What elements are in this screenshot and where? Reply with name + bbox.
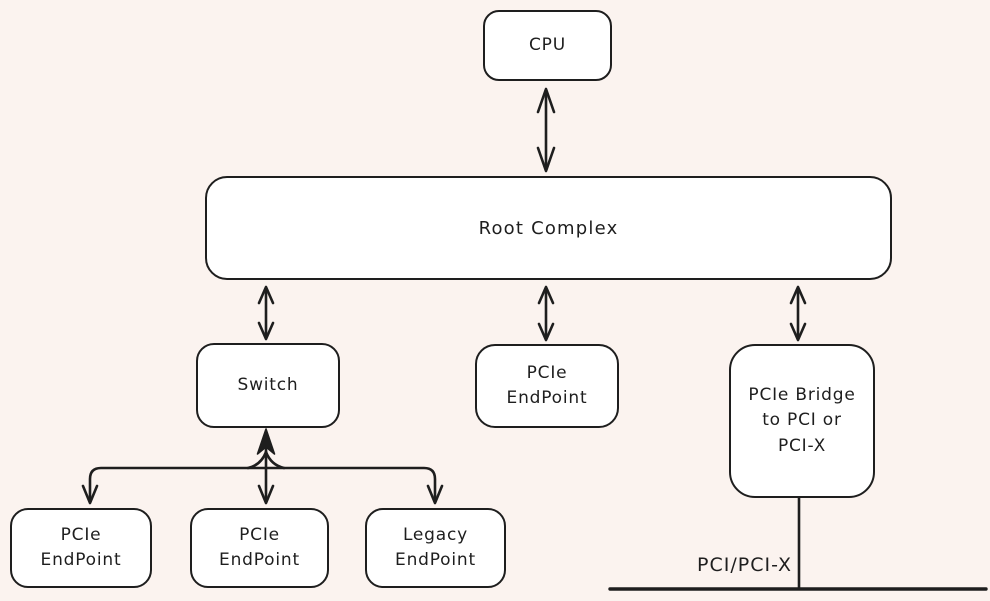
arrow-rootcomplex-endpoint xyxy=(537,285,555,342)
node-pcie-endpoint-mid-label: PCIe EndPoint xyxy=(506,362,588,409)
node-pcie-endpoint-left-label: PCIe EndPoint xyxy=(40,524,122,571)
node-switch: Switch xyxy=(196,343,340,428)
node-pcie-bridge: PCIe Bridge to PCI or PCI-X xyxy=(729,344,875,498)
node-pcie-bridge-label: PCIe Bridge to PCI or PCI-X xyxy=(748,384,856,456)
node-pcie-endpoint-center-label: PCIe EndPoint xyxy=(219,524,300,571)
node-root-complex: Root Complex xyxy=(205,176,892,280)
pci-bus-label: PCI/PCI-X xyxy=(697,554,792,576)
node-pcie-endpoint-mid: PCIe EndPoint xyxy=(475,344,619,428)
node-pcie-endpoint-left: PCIe EndPoint xyxy=(10,508,152,588)
node-legacy-endpoint-label: Legacy EndPoint xyxy=(395,524,476,571)
arrow-rootcomplex-bridge xyxy=(789,285,807,342)
node-switch-label: Switch xyxy=(237,374,299,395)
node-root-complex-label: Root Complex xyxy=(478,217,619,239)
arrow-rootcomplex-switch xyxy=(257,285,275,341)
node-cpu: CPU xyxy=(483,10,612,81)
node-cpu-label: CPU xyxy=(529,34,566,55)
node-pcie-endpoint-center: PCIe EndPoint xyxy=(190,508,329,588)
arrow-cpu-rootcomplex xyxy=(536,87,556,173)
arrow-switch-endpoints-fork xyxy=(81,428,444,505)
node-legacy-endpoint: Legacy EndPoint xyxy=(365,508,506,588)
